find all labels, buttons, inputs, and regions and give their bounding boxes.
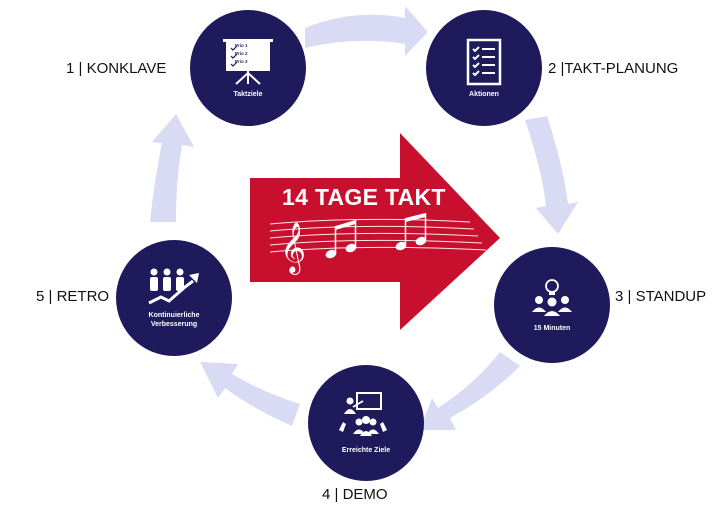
prio-1-text: Prio 1: [235, 43, 248, 48]
presenter-applause-icon: [339, 391, 387, 436]
prio-3-text: Prio 3: [235, 59, 248, 64]
cycle-arrow-3-to-4: [420, 352, 520, 430]
music-notes: [325, 213, 427, 259]
cycle-arrow-5-to-1: [150, 114, 194, 222]
music-staff: [269, 218, 487, 253]
step-5-label: 5 | RETRO: [36, 288, 110, 305]
step-3-caption: 15 Minuten: [533, 324, 571, 332]
step-1-caption: Taktziele: [233, 90, 263, 98]
presentation-board-icon: [223, 38, 273, 85]
step-5-retro-node: Kontinuierliche Verbesserung: [116, 240, 232, 356]
treble-clef-icon: 𝄞: [280, 222, 306, 275]
step-2-caption: Aktionen: [469, 90, 499, 98]
cycle-arrow-2-to-3: [525, 116, 578, 234]
step-2-takt-planung-node: Aktionen: [426, 10, 542, 126]
checklist-icon: [466, 38, 502, 85]
step-5-caption: Kontinuierliche Verbesserung: [148, 312, 200, 328]
step-4-caption: Erreichte Ziele: [341, 446, 391, 454]
center-red-arrow: [250, 133, 500, 330]
cycle-arrow-1-to-2: [305, 6, 428, 56]
step-4-label: 4 | DEMO: [322, 486, 388, 503]
diagram-title: 14 TAGE TAKT: [282, 184, 446, 210]
prio-2-text: Prio 2: [235, 51, 248, 56]
step-1-konklave-node: Prio 1 Prio 2 Prio 3 Taktziele: [190, 10, 306, 126]
step-3-standup-node: 15 Minuten: [494, 247, 610, 363]
step-3-label: 3 | STANDUP: [615, 288, 707, 305]
growth-people-icon: [148, 268, 199, 305]
step-4-demo-node: Erreichte Ziele: [308, 365, 424, 481]
team-idea-icon: [532, 278, 572, 316]
cycle-arrow-4-to-5: [200, 362, 300, 426]
step-2-label: 2 |TAKT-PLANUNG: [548, 60, 679, 77]
step-1-label: 1 | KONKLAVE: [66, 60, 167, 77]
